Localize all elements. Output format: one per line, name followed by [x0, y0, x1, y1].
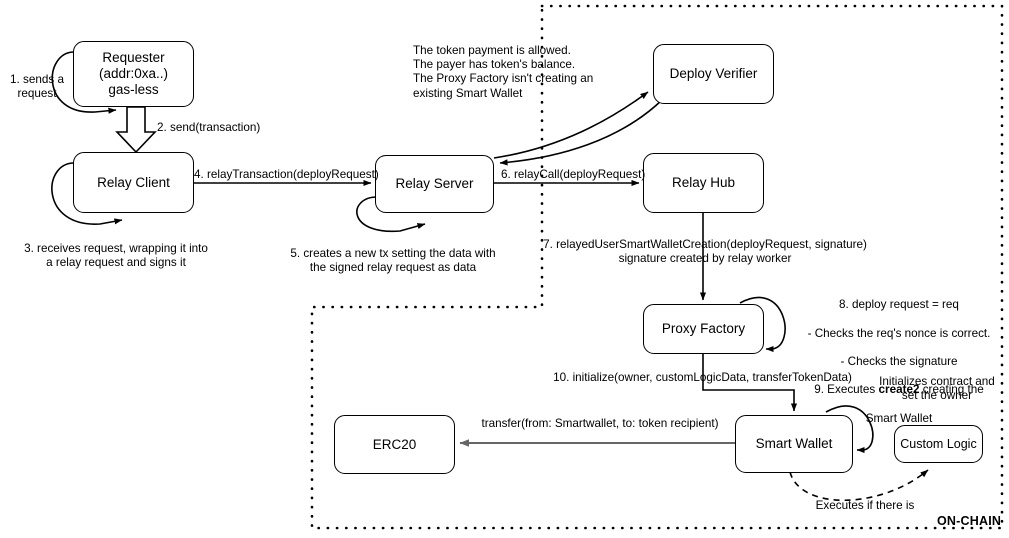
label-step-8-line1: 8. deploy request = req	[839, 298, 959, 312]
node-erc20-label: ERC20	[372, 436, 417, 452]
label-step-8-line3: - Checks the signature	[840, 355, 958, 369]
label-step-3: 3. receives request, wrapping it into a …	[24, 242, 208, 270]
connector-smart-wallet-to-custom-logic	[789, 469, 929, 502]
label-step-7: 7. relayedUserSmartWalletCreation(deploy…	[543, 238, 867, 266]
connector-relay-client-self	[51, 162, 123, 225]
connector-proxy-factory-to-smart-wallet	[702, 353, 798, 412]
label-step-9-pre: 9. Executes	[814, 383, 879, 397]
connector-smart-wallet-self	[825, 405, 874, 454]
node-erc20[interactable]: ERC20	[334, 415, 455, 474]
node-relay-client-label: Relay Client	[97, 174, 170, 190]
label-step-9-line2: Smart Wallet	[865, 411, 933, 425]
node-requester[interactable]: Requester (addr:0xa..) gas-less	[73, 41, 194, 107]
label-transfer: transfer(from: Smartwallet, to: token re…	[481, 417, 719, 430]
connector-relay-server-self	[356, 196, 426, 232]
node-proxy-factory[interactable]: Proxy Factory	[643, 304, 764, 354]
label-step-8-line2: - Checks the req's nonce is correct.	[807, 326, 991, 340]
node-requester-label: Requester (addr:0xa..) gas-less	[98, 50, 169, 97]
label-step-5: 5. creates a new tx setting the data wit…	[290, 247, 496, 275]
label-step-8-9: 8. deploy request = req - Checks the req…	[790, 284, 1008, 426]
node-relay-hub[interactable]: Relay Hub	[643, 153, 764, 213]
label-deploy-verifier-note: The token payment is allowed. The payer …	[413, 44, 594, 100]
node-proxy-factory-label: Proxy Factory	[661, 321, 746, 336]
node-relay-server[interactable]: Relay Server	[375, 155, 494, 213]
label-step-2: 2. send(transaction)	[157, 121, 261, 134]
label-step-1: 1. sends a request	[10, 73, 64, 101]
node-deploy-verifier[interactable]: Deploy Verifier	[653, 44, 774, 104]
label-step-9-create2: create2	[878, 383, 920, 397]
node-smart-wallet-label: Smart Wallet	[755, 436, 833, 451]
label-step-6: 6. relayCall(deployRequest)	[501, 168, 646, 181]
node-relay-client[interactable]: Relay Client	[73, 152, 194, 213]
node-relay-hub-label: Relay Hub	[671, 175, 736, 190]
onchain-boundary	[310, 4, 1004, 530]
node-custom-logic[interactable]: Custom Logic	[894, 425, 983, 463]
connector-requester-self	[51, 51, 117, 114]
label-step-4: 4. relayTransaction(deployRequest)	[194, 168, 379, 181]
label-step-10: 10. initialize(owner, customLogicData, t…	[553, 371, 852, 384]
node-deploy-verifier-label: Deploy Verifier	[669, 66, 758, 81]
connector-proxy-factory-self	[739, 296, 786, 353]
node-custom-logic-label: Custom Logic	[900, 437, 977, 451]
label-step-9-post: creating the	[919, 383, 984, 397]
connector-relay-server-to-deploy-verifier	[493, 91, 663, 166]
label-executes-note: Executes if there is	[815, 499, 915, 512]
connector-requester-to-relay-client	[115, 106, 157, 154]
node-relay-server-label: Relay Server	[395, 176, 474, 191]
label-initializes-note: Initializes contract and set the owner	[879, 375, 995, 403]
label-on-chain: ON-CHAIN	[937, 514, 1002, 528]
node-smart-wallet[interactable]: Smart Wallet	[735, 415, 853, 473]
